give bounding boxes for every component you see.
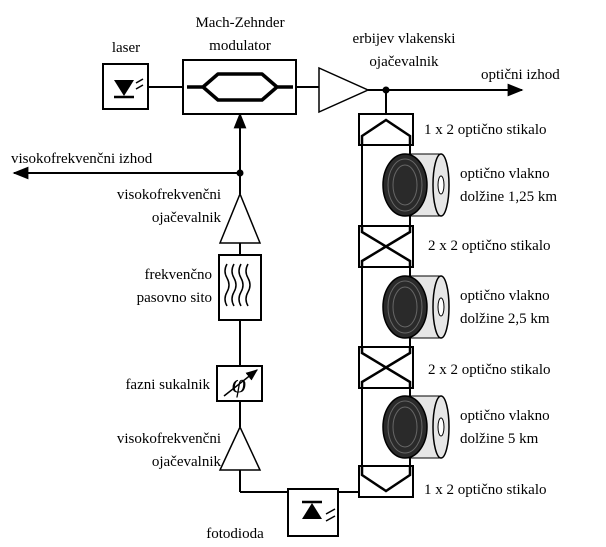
mzm-label-line2: modulator xyxy=(209,38,271,54)
fiber-3-label-line2: dolžine 5 km xyxy=(460,431,539,447)
fiber-2-label-line1: optično vlakno xyxy=(460,288,550,304)
optical-switch-2x2-a xyxy=(358,225,414,268)
optical-switch-1x2-top xyxy=(358,113,414,146)
bandpass-label-line2: pasovno sito xyxy=(137,290,212,306)
diagram-labels: laser Mach-Zehnder modulator erbijev vla… xyxy=(11,15,560,542)
fiber-spool-2-icon xyxy=(382,275,450,339)
tunable-arrow-icon xyxy=(223,369,258,397)
rf-amplifier-bottom xyxy=(218,425,262,471)
fiber-2-label-line2: dolžine 2,5 km xyxy=(460,311,550,327)
fiber-spool-1-icon xyxy=(382,153,450,217)
phase-shifter-label: fazni sukalnik xyxy=(125,377,210,393)
fiber-3-label-line1: optično vlakno xyxy=(460,408,550,424)
switch-2x2-b-label: 2 x 2 optično stikalo xyxy=(428,362,551,378)
edfa-label-line2: ojačevalnik xyxy=(369,54,439,70)
rf-tap-junction xyxy=(236,169,244,177)
photodiode-icon xyxy=(302,500,336,522)
optical-switch-2x2-b xyxy=(358,346,414,389)
mach-zehnder-modulator xyxy=(182,59,297,115)
rf-amplifier-top xyxy=(218,192,262,244)
switch-2x2-a-label: 2 x 2 optično stikalo xyxy=(428,238,551,254)
laser-block xyxy=(102,63,149,110)
edfa-label-line1: erbijev vlakenski xyxy=(353,31,456,47)
fiber-spool-3-icon xyxy=(382,395,450,459)
switch-1x2-top-label: 1 x 2 optično stikalo xyxy=(424,122,547,138)
rf-amp-top-label-line2: ojačevalnik xyxy=(152,210,222,226)
optical-output-label: optični izhod xyxy=(481,67,560,83)
interferometer-arms-icon xyxy=(187,72,293,102)
bandpass-filter xyxy=(218,254,262,321)
fiber-1-label-line1: optično vlakno xyxy=(460,166,550,182)
switch-1x2-bottom-label: 1 x 2 optično stikalo xyxy=(424,482,547,498)
fiber-1-label-line2: dolžine 1,25 km xyxy=(460,189,557,205)
rf-output-label: visokofrekvenčni izhod xyxy=(11,151,153,167)
rf-amp-top-label-line1: visokofrekvenčni xyxy=(117,187,221,203)
wavy-filter-icon xyxy=(224,263,251,307)
phase-shifter: φ xyxy=(216,365,263,402)
optical-switch-1x2-bottom xyxy=(358,465,414,498)
laser-diode-icon xyxy=(114,78,144,99)
rf-amp-bottom-label-line1: visokofrekvenčni xyxy=(117,431,221,447)
rf-amp-bottom-label-line2: ojačevalnik xyxy=(152,454,222,470)
erbium-fiber-amplifier xyxy=(318,66,370,114)
bandpass-label-line1: frekvenčno xyxy=(145,267,212,283)
photodiode-block xyxy=(287,488,339,537)
laser-label: laser xyxy=(112,40,140,56)
mzm-label-line1: Mach-Zehnder xyxy=(195,15,284,31)
photodiode-label: fotodioda xyxy=(206,526,264,542)
edfa-output-junction xyxy=(382,86,390,94)
